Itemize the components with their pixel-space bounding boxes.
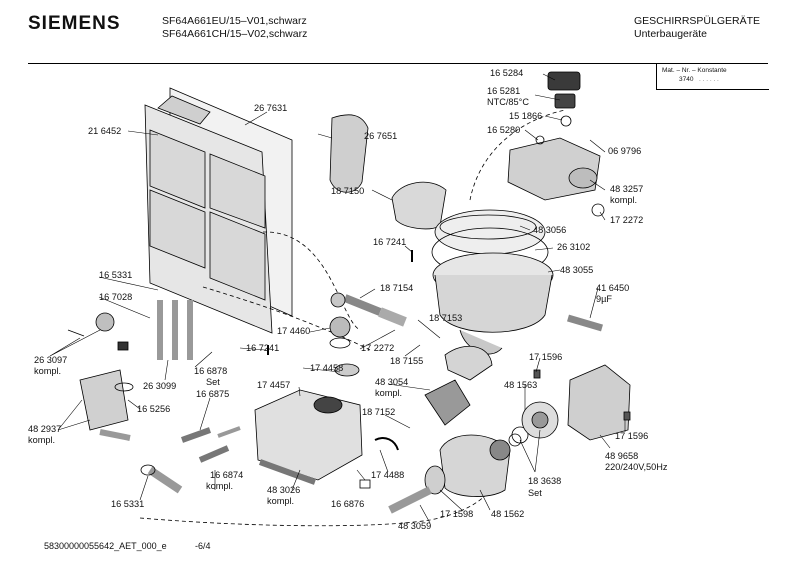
part-label: Set <box>206 377 220 387</box>
part-label: Set <box>528 488 542 498</box>
model-line-2: SF64A661CH/15–V02,schwarz <box>162 28 308 40</box>
part-label: 48 3054 <box>375 377 409 387</box>
part-label: 16 5331 <box>111 499 145 509</box>
part-label: 41 6450 <box>596 283 630 293</box>
part-label: 16 6874 <box>210 470 244 480</box>
sump-assembly <box>431 209 554 355</box>
part-label: 18 3638 <box>528 476 562 486</box>
part-label: 17 1596 <box>615 431 649 441</box>
valve-assembly <box>67 312 134 441</box>
part-label: 26 3099 <box>143 381 177 391</box>
part-label: 48 3257 <box>610 184 644 194</box>
category-title: GESCHIRRSPÜLGERÄTE <box>634 15 761 27</box>
part-label: 18 7152 <box>362 407 396 417</box>
part-label: 26 7631 <box>254 103 288 113</box>
part-label: 16 6875 <box>196 389 230 399</box>
capacitor <box>567 314 603 332</box>
hose-pipes <box>140 300 193 494</box>
material-box-value: 3740 <box>679 76 694 83</box>
part-label: 48 1562 <box>491 509 525 519</box>
pump-elbow <box>424 346 493 426</box>
hook-part <box>374 437 399 451</box>
part-label: 16 5284 <box>490 68 524 78</box>
heater-pump-top <box>507 71 601 201</box>
part-label: 48 2937 <box>28 424 62 434</box>
material-box-title: Mat. – Nr. – Konstante <box>662 67 727 74</box>
part-label: kompl. <box>375 388 403 398</box>
part-label: 17 2272 <box>610 215 644 225</box>
water-softener <box>254 389 363 485</box>
part-label: 16 6878 <box>194 366 228 376</box>
part-label: 18 7154 <box>380 283 414 293</box>
tank-wall-panel <box>144 87 293 334</box>
part-label: 16 5331 <box>99 270 133 280</box>
part-label: 48 3056 <box>533 225 567 235</box>
part-label: 16 7241 <box>246 343 280 353</box>
part-label: 26 7651 <box>364 131 398 141</box>
part-label: 26 3097 <box>34 355 68 365</box>
brand-logo: SIEMENS <box>28 13 121 34</box>
part-label: 17 4458 <box>310 363 344 373</box>
part-label: 17 4460 <box>277 326 311 336</box>
part-label: 48 9658 <box>605 451 639 461</box>
part-label: kompl. <box>610 195 638 205</box>
part-label: 220/240V,50Hz <box>605 462 668 472</box>
part-label: NTC/85°C <box>487 97 529 107</box>
part-label: 48 3059 <box>398 521 432 531</box>
part-label: 9µF <box>596 294 613 304</box>
part-label: 16 5281 <box>487 86 521 96</box>
part-label: 48 3055 <box>560 265 594 275</box>
part-label: 17 4488 <box>371 470 405 480</box>
corrugated-hose <box>330 292 407 327</box>
gasket-ring <box>329 337 351 349</box>
part-label: 16 7241 <box>373 237 407 247</box>
subcategory-title: Unterbaugeräte <box>634 28 707 40</box>
part-label: kompl. <box>34 366 62 376</box>
part-label: kompl. <box>28 435 56 445</box>
circulation-motor <box>508 364 631 447</box>
header-rule <box>28 63 768 64</box>
part-label: 17 2272 <box>361 343 395 353</box>
part-label: 16 5256 <box>137 404 171 414</box>
part-label: 18 7153 <box>429 313 463 323</box>
part-label: 21 6452 <box>88 126 122 136</box>
dashed-connection <box>202 231 371 351</box>
part-label: 18 7155 <box>390 356 424 366</box>
document-number: 58300000055642_AET_000_e <box>44 541 167 551</box>
material-box-dots: . . . . . . <box>699 76 719 83</box>
part-label: 48 1563 <box>504 380 538 390</box>
part-label: 26 3102 <box>557 242 591 252</box>
gear-nut <box>329 316 351 338</box>
part-label: 16 5280 <box>487 125 521 135</box>
clip-part <box>623 411 631 421</box>
fitting-set <box>180 426 241 463</box>
leader-lines <box>49 73 626 524</box>
clamp-ring <box>591 203 605 217</box>
drain-hose-end <box>388 486 432 514</box>
part-label: 17 1596 <box>529 352 563 362</box>
part-label: 17 4457 <box>257 380 291 390</box>
seal-ring <box>439 214 537 240</box>
part-label: kompl. <box>206 481 234 491</box>
clip-part <box>533 369 541 379</box>
page-number: -6/4 <box>195 541 211 551</box>
drain-pump <box>424 426 529 497</box>
material-box: Mat. – Nr. – Konstante 3740 . . . . . . <box>656 63 769 90</box>
part-label: 17 1598 <box>440 509 474 519</box>
part-label: 16 7028 <box>99 292 133 302</box>
part-label: 18 7150 <box>331 186 365 196</box>
part-label: 16 6876 <box>331 499 365 509</box>
clip-part <box>359 479 371 489</box>
part-label: 15 1866 <box>509 111 543 121</box>
dashed-connection <box>469 109 566 201</box>
part-label: kompl. <box>267 496 295 506</box>
model-line-1: SF64A661EU/15–V01,schwarz <box>162 15 307 27</box>
part-label: 48 3026 <box>267 485 301 495</box>
gasket-ring <box>334 363 360 377</box>
cover-part <box>391 181 447 230</box>
funnel-part <box>329 114 369 193</box>
dashed-connection <box>139 469 501 527</box>
part-label: 06 9796 <box>608 146 642 156</box>
